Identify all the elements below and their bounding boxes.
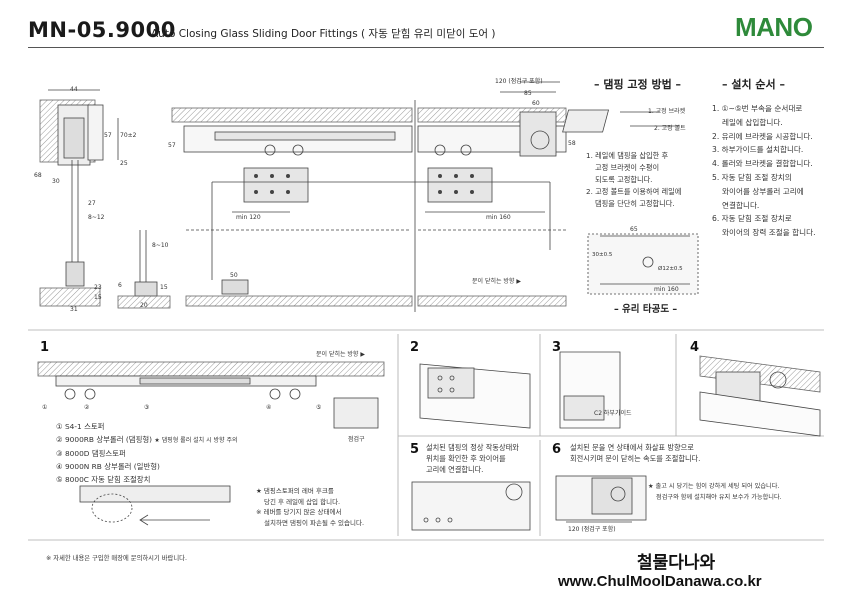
label-fix-bolt: 2. 고정 볼트 [654, 125, 686, 132]
dim-85: 85 [524, 90, 532, 97]
dim-15b: 15 [160, 284, 168, 291]
install-order-steps: 1. ①~⑤번 부속을 순서대로 레일에 삽입합니다. 2. 유리에 브라켓을 … [712, 104, 816, 238]
dim-58: 58 [568, 140, 576, 147]
dim-120-panel6: 120 (점검구 포함) [568, 526, 616, 533]
brand-logo: MANO [735, 12, 813, 42]
dim-120-inspect: 120 (점검구 포함) [495, 78, 543, 85]
panel-6-text: 설치된 문을 연 상태에서 화살표 방향으로 회전시키며 문이 닫히는 속도를 … [570, 443, 701, 463]
panel-1-direction: 문이 닫히는 방향 ▶ [316, 351, 365, 358]
inspect-label: 점검구 [348, 436, 365, 443]
dim-50: 50 [230, 272, 238, 279]
product-description: Auto Closing Glass Sliding Door Fittings… [151, 28, 496, 40]
panel-4-number: 4 [690, 340, 700, 355]
panel-5-text: 설치된 댐핑의 정상 작동상태와 위치를 확인한 후 와이어를 고리에 연결합니… [426, 443, 519, 474]
dim-57: 57 [104, 132, 112, 139]
closing-direction-label: 문이 닫히는 방향 ▶ [472, 278, 521, 285]
dim-23: 23 [94, 284, 102, 291]
footer-note: ※ 자세한 내용은 구입한 매장에 문의하시기 바랍니다. [46, 555, 187, 562]
panel-6-number: 6 [552, 442, 562, 457]
panel-3-number: 3 [552, 340, 562, 355]
callout-1: ① [42, 404, 48, 411]
callout-4: ④ [266, 404, 272, 411]
dim-hole-12: Ø12±0.5 [658, 266, 683, 272]
dim-min160: min 160 [486, 214, 511, 221]
part-2-note: ★ 댐핑형 롤러 설치 시 방향 주의 [154, 437, 238, 444]
dim-60: 60 [532, 100, 540, 107]
watermark-url: www.ChulMoolDanawa.co.kr [558, 573, 762, 590]
dim-8-10: 8~10 [152, 242, 169, 249]
dim-70: 70±2 [120, 132, 137, 139]
dim-8-12: 8~12 [88, 214, 105, 221]
dim-30-tol: 30±0.5 [592, 252, 613, 258]
install-order-heading: – 설치 순서 – [722, 78, 785, 91]
dim-44: 44 [70, 86, 78, 93]
dim-30: 30 [52, 178, 60, 185]
dim-15a: 15 [94, 294, 102, 301]
damping-fix-steps: 1. 레일에 댐핑을 삽입한 후 고정 브라켓이 수평이 되도록 고정합니다. … [586, 151, 682, 208]
panel-5-number: 5 [410, 442, 420, 457]
dim-31: 31 [70, 306, 78, 313]
dim-25: 25 [120, 160, 128, 167]
dim-57-elev: 57 [168, 142, 176, 149]
damping-fix-heading: – 댐핑 고정 방법 – [594, 78, 682, 91]
header-rule [28, 47, 824, 48]
model-number: MN-05.9000 [28, 18, 176, 42]
callout-5: ⑤ [316, 404, 322, 411]
dim-20: 20 [140, 302, 148, 309]
dim-27: 27 [88, 200, 96, 207]
panel-1-notes: ★ 댐핑스토퍼의 레버 후크를 당긴 후 레일에 삽입 합니다. ※ 레버를 당… [256, 487, 365, 527]
panel-6-notes: ★ 출고 시 당기는 힘이 강하게 세팅 되어 있습니다. 점검구와 함께 설치… [648, 483, 782, 501]
dim-68: 68 [34, 172, 42, 179]
dim-min160-bore: min 160 [654, 286, 679, 293]
bottom-guide-label: C2 하부가이드 [594, 410, 632, 417]
dim-6: 6 [118, 282, 122, 289]
panel-1-parts-list: ① S4-1 스토퍼 ② 9000RB 상부롤러 (댐핑형) ★ 댐핑형 롤러 … [56, 422, 238, 484]
panel-2-number: 2 [410, 340, 420, 355]
glass-bore-heading: – 유리 타공도 – [614, 304, 678, 315]
watermark-name: 철물다나와 [637, 553, 716, 573]
callout-2: ② [84, 404, 90, 411]
label-fix-bracket: 1. 고정 브라켓 [648, 108, 686, 115]
callout-3: ③ [144, 404, 150, 411]
dim-65: 65 [630, 226, 638, 233]
panel-1-number: 1 [40, 340, 50, 355]
dim-min120: min 120 [236, 214, 261, 221]
